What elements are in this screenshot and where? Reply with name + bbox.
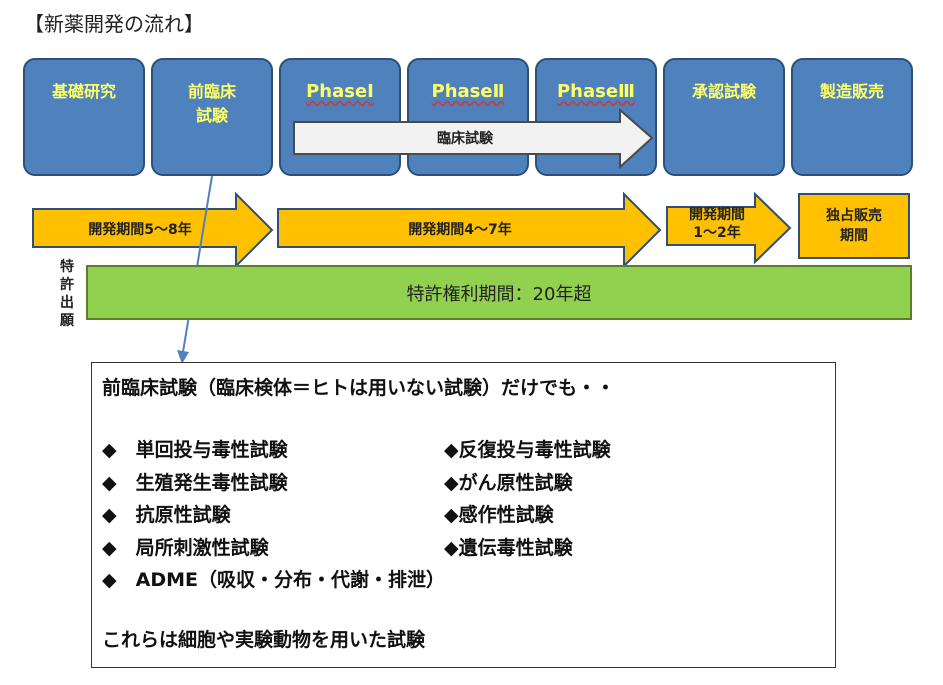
test-item: ◆ 単回投与毒性試験	[102, 439, 288, 461]
dev-period-label-3: 開発期間 1～2年	[672, 206, 762, 242]
phase-3: PhaseⅢ	[535, 58, 657, 176]
phase-label: PhaseⅢ	[556, 81, 636, 102]
box-heading: 前臨床試験（臨床検体＝ヒトは用いない試験）だけでも・・	[102, 377, 616, 399]
exclusive-sale-line2: 期間	[840, 228, 868, 244]
patent-term-bar: 特許権利期間：20年超	[86, 265, 912, 320]
test-item: ◆がん原性試験	[444, 472, 573, 494]
exclusive-sale-period: 独占販売 期間	[798, 193, 910, 259]
box-footer: これらは細胞や実験動物を用いた試験	[102, 629, 426, 651]
phase-label: PhaseⅠ	[306, 81, 374, 102]
connector-line	[182, 175, 213, 353]
phase-1: PhaseⅠ	[279, 58, 401, 176]
patent-char: 出	[60, 295, 74, 311]
patent-char: 特	[60, 259, 74, 275]
test-item: ◆遺伝毒性試験	[444, 537, 573, 559]
dev-period-label-3-line2: 1～2年	[693, 225, 741, 241]
test-item: ◆感作性試験	[444, 504, 554, 526]
phase-manufacture-sales: 製造販売	[791, 58, 913, 176]
phase-label: PhaseⅡ	[431, 81, 505, 102]
phase-approval: 承認試験	[663, 58, 785, 176]
clinical-trial-label: 臨床試験	[437, 131, 493, 147]
test-item: ◆ 生殖発生毒性試験	[102, 472, 288, 494]
phase-basic-research: 基礎研究	[23, 58, 145, 176]
connector-arrowhead	[177, 350, 189, 364]
phase-label: 承認試験	[691, 82, 756, 101]
phase-preclinical: 前臨床 試験	[151, 58, 273, 176]
phase-label: 製造販売	[819, 82, 884, 101]
phase-2: PhaseⅡ	[407, 58, 529, 176]
preclinical-detail-box: 前臨床試験（臨床検体＝ヒトは用いない試験）だけでも・・ ◆ 単回投与毒性試験 ◆…	[91, 362, 836, 668]
dev-period-arrow-2	[277, 191, 662, 269]
patent-char: 許	[60, 277, 74, 293]
test-item: ◆ 抗原性試験	[102, 504, 231, 526]
dev-period-label-1: 開発期間5～8年	[88, 222, 192, 238]
test-item: ◆ 局所刺激性試験	[102, 537, 269, 559]
patent-char: 願	[60, 313, 74, 329]
dev-period-arrow-3	[666, 191, 792, 265]
patent-application-label: 特 許 出 願	[56, 258, 78, 330]
patent-term-label: 特許権利期間：20年超	[406, 283, 592, 305]
test-item: ◆反復投与毒性試験	[444, 439, 611, 461]
dev-period-arrow-1	[32, 191, 274, 269]
phase-label-line2: 試験	[195, 106, 228, 125]
phase-label: 基礎研究	[51, 82, 116, 101]
clinical-trial-arrow	[293, 107, 654, 170]
dev-period-label-2: 開発期間4～7年	[408, 222, 512, 238]
exclusive-sale-line1: 独占販売	[826, 208, 882, 224]
phase-label: 前臨床	[187, 82, 236, 101]
dev-period-label-3-line1: 開発期間	[689, 207, 745, 223]
page-title: 【新薬開発の流れ】	[24, 12, 204, 36]
test-item: ◆ ADME（吸収・分布・代謝・排泄）	[102, 569, 445, 591]
